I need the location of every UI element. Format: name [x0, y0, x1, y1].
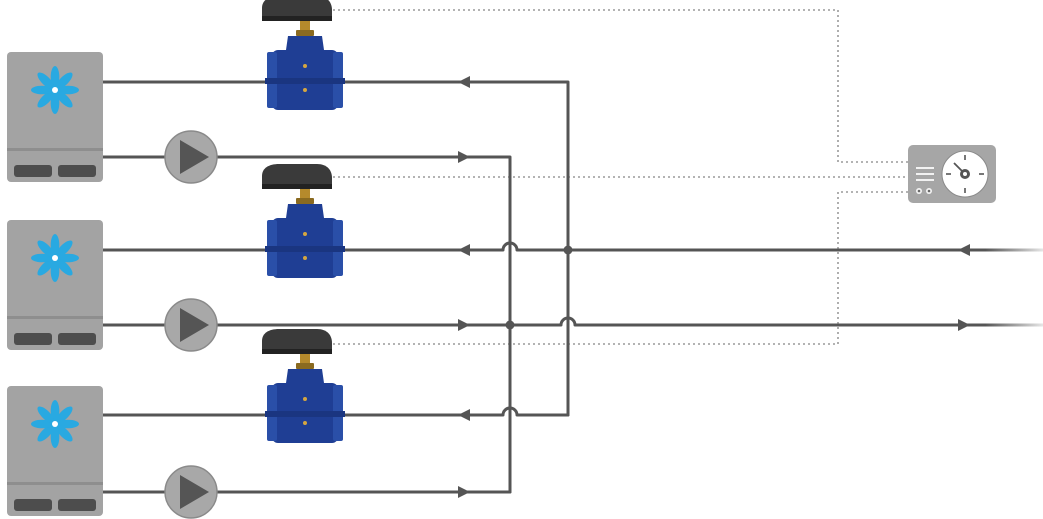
- valve-2: [262, 164, 345, 278]
- flow-arrow-supply-main: [958, 319, 970, 331]
- controller: [908, 145, 996, 203]
- pump-1: [164, 130, 218, 184]
- supply-main-fade: [985, 323, 1043, 327]
- unit-3: [7, 386, 103, 516]
- flow-arrow-supply-3: [458, 486, 470, 498]
- flow-arrow-return-2: [458, 244, 470, 256]
- pump-3: [164, 465, 218, 519]
- flow-arrow-return-main: [958, 244, 970, 256]
- junction-return: [563, 245, 573, 255]
- unit-1: [7, 52, 103, 182]
- junction-supply: [505, 320, 515, 330]
- controller-menu-icon: [916, 167, 934, 194]
- unit-2: [7, 220, 103, 350]
- pump-2: [164, 298, 218, 352]
- valve-3: [262, 329, 345, 443]
- valve-1: [262, 0, 345, 110]
- signal-line-valve-1: [318, 9, 910, 163]
- supply-pipe-2: [99, 316, 987, 327]
- flow-arrow-return-3: [458, 409, 470, 421]
- controller-dial-icon: [941, 150, 989, 198]
- flow-arrow-supply-2: [458, 319, 470, 331]
- flow-arrow-return-1: [458, 76, 470, 88]
- return-pipe-2: [99, 241, 987, 252]
- supply-pipe-1: [99, 155, 512, 494]
- return-pipe-1: [99, 80, 570, 417]
- signal-line-valve-3: [318, 191, 910, 345]
- flow-arrow-supply-1: [458, 151, 470, 163]
- return-main-fade: [985, 248, 1043, 252]
